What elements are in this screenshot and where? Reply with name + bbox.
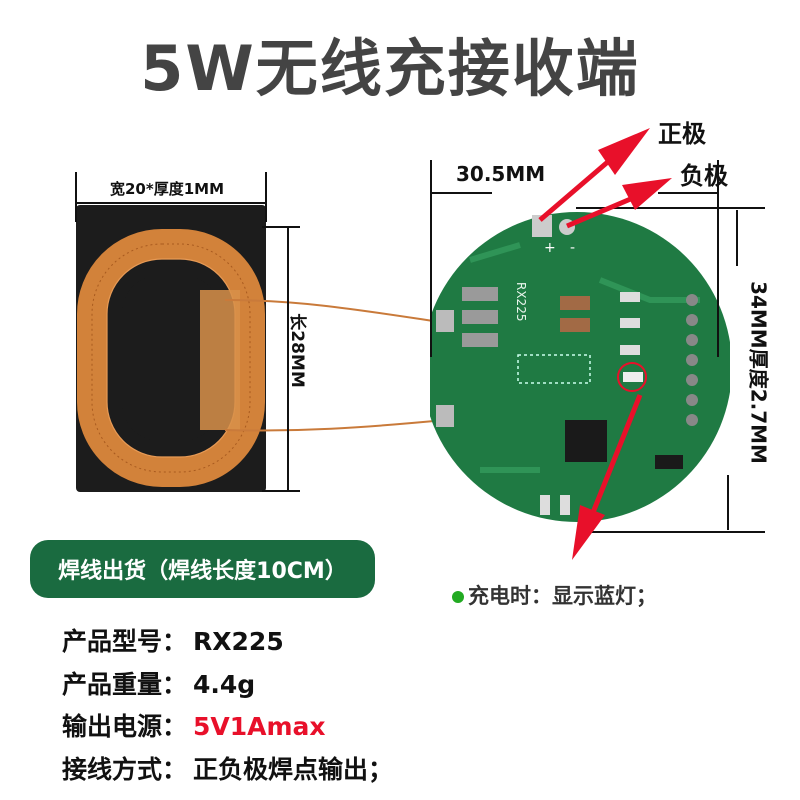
red-arrows [538, 128, 672, 560]
minus-mark: - [570, 240, 575, 256]
spec-value: 5V1Amax [193, 712, 326, 741]
coil-dimension-lines [75, 172, 300, 492]
positive-arrow [538, 158, 612, 222]
spec-wiring: 接线方式：正负极焊点输出； [62, 750, 393, 786]
board-dimension-lines [430, 160, 765, 533]
coil-image [76, 205, 446, 492]
spec-weight: 产品重量：4.4g [62, 665, 255, 701]
coil-length-dimension: 长28MM [286, 313, 307, 388]
spec-label: 输出电源： [62, 712, 188, 741]
shipping-banner: 焊线出货（焊线长度10CM） [30, 540, 375, 598]
coil-width-dimension: 宽20*厚度1MM [110, 180, 225, 198]
negative-label: 负极 [680, 162, 728, 190]
led-dot-icon [452, 591, 464, 603]
spec-value: 4.4g [193, 670, 256, 699]
spec-value: RX225 [193, 627, 284, 656]
board-width-dimension: 30.5MM [456, 162, 546, 186]
negative-arrow [566, 192, 641, 229]
charge-note: 充电时：显示蓝灯； [452, 580, 657, 610]
silkscreen-model: RX225 [514, 282, 528, 321]
spec-value: 正负极焊点输出； [193, 755, 394, 784]
led-highlight-circle [617, 362, 647, 392]
spec-output: 输出电源：5V1Amax [62, 707, 326, 743]
charge-note-text: 充电时：显示蓝灯； [468, 584, 657, 608]
page-title: 5W无线充接收端 [140, 32, 640, 105]
board-diameter-dimension: 34MM厚度2.7MM [746, 281, 771, 464]
pcb-board [430, 212, 730, 522]
plus-mark: + [544, 240, 556, 256]
spec-model: 产品型号：RX225 [62, 622, 284, 658]
spec-label: 产品重量： [62, 670, 188, 699]
positive-label: 正极 [658, 120, 706, 148]
spec-label: 接线方式： [62, 755, 188, 784]
led-arrow [587, 394, 643, 521]
spec-label: 产品型号： [62, 627, 188, 656]
